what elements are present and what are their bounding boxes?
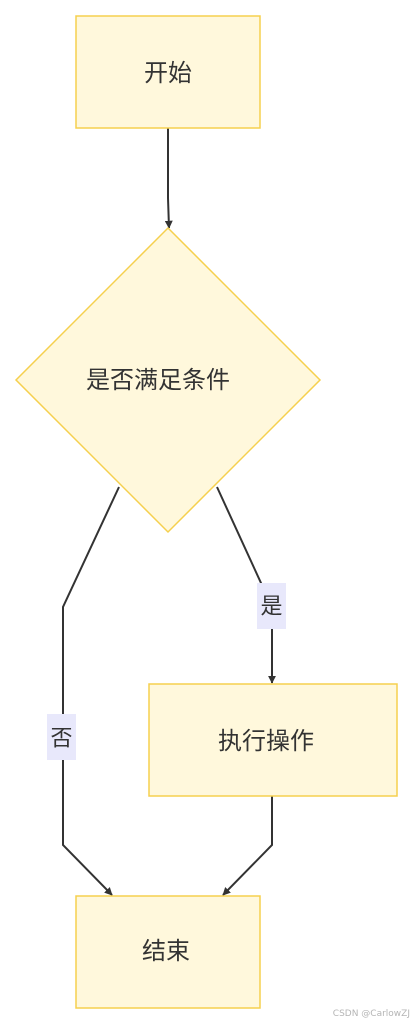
node-end-label: 结束 xyxy=(142,937,190,965)
watermark-text: CSDN @CarlowZJ xyxy=(332,1009,410,1019)
node-action-label: 执行操作 xyxy=(218,727,314,755)
edge-label-yes-text: 是 xyxy=(260,595,282,620)
node-start: 开始 xyxy=(75,15,261,129)
edge-decision-no-to-end xyxy=(62,486,120,896)
edge-label-no: 否 xyxy=(47,714,76,760)
node-action: 执行操作 xyxy=(148,683,398,797)
node-start-label: 开始 xyxy=(144,59,192,87)
node-decision-label: 是否满足条件 xyxy=(86,366,230,394)
node-end: 结束 xyxy=(75,895,261,1009)
edge-start-to-decision xyxy=(164,128,173,229)
edge-label-yes: 是 xyxy=(257,583,286,629)
node-decision: 是否满足条件 xyxy=(14,226,322,534)
edge-label-no-text: 否 xyxy=(50,727,72,752)
edge-action-to-end xyxy=(222,796,273,896)
